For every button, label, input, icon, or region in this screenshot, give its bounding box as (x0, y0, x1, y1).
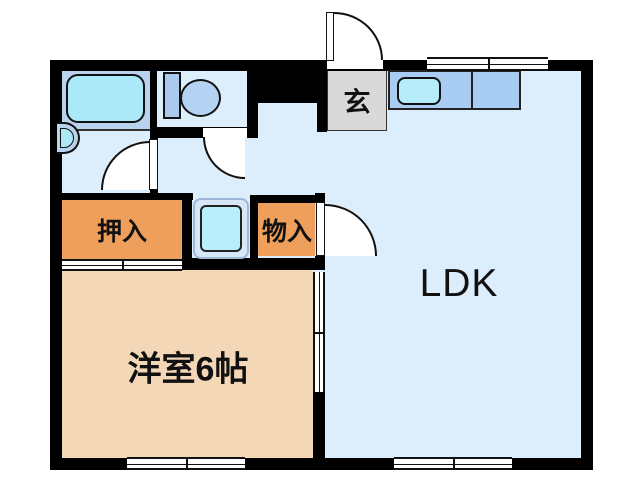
monoire-label: 物入 (261, 218, 313, 246)
western-room-floor (62, 270, 313, 458)
toilet-bowl-icon (180, 79, 221, 117)
kitchen-counter-divider (471, 70, 473, 110)
wall-genkan-west (317, 60, 327, 132)
western-room-window (127, 457, 245, 470)
toilet-tank-icon (163, 72, 181, 119)
kitchen-sink-icon (397, 77, 441, 105)
wall-monoire-east-top (315, 193, 325, 203)
monoire-closet-floor (258, 203, 315, 256)
ldk-window (394, 457, 512, 470)
front-door-swing-arc (334, 12, 383, 60)
entrance-genkan-area (327, 68, 387, 131)
wall-oshiire-east (182, 193, 192, 270)
oshiire-sliding-door (62, 259, 182, 271)
oshiire-label: 押入 (96, 218, 148, 246)
wall-partition-lower (313, 392, 325, 458)
western-room-label: 洋室6帖 (127, 350, 249, 389)
wall-monoire-north (250, 195, 325, 203)
front-door-leaf (326, 12, 334, 61)
kitchen-window (427, 57, 548, 71)
front-door-opening (327, 60, 383, 69)
room-partition-sliding-door (313, 272, 325, 392)
ldk-label: LDK (419, 262, 499, 305)
washbasin-bowl (60, 128, 74, 148)
entrance-label: 玄 (343, 87, 371, 118)
oshiire-closet-floor (62, 200, 182, 259)
washing-machine-pan-inner (200, 205, 242, 252)
toilet-door-opening (203, 128, 247, 138)
wall-bath-toilet (150, 60, 157, 138)
wall-washroom-south (50, 193, 193, 200)
wall-toilet-east (247, 60, 258, 138)
monoire-door-leaf (316, 202, 325, 256)
bathroom-washroom-divider (62, 129, 150, 131)
wall-right (581, 60, 593, 470)
wall-closet-south (182, 258, 325, 270)
wall-entry-block (247, 60, 327, 103)
wall-monoire-west (250, 195, 258, 262)
bathtub-icon (66, 74, 145, 123)
wall-left (50, 60, 62, 470)
washroom-door-leaf (149, 139, 158, 190)
